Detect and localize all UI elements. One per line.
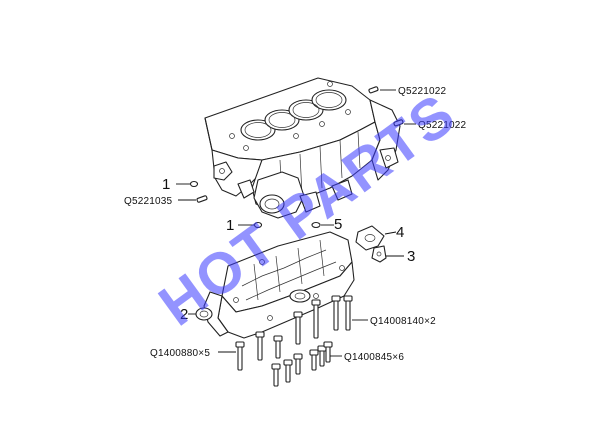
bolt-q1400880	[255, 331, 265, 361]
item-number-3: 3	[407, 248, 415, 265]
leader-lines	[176, 89, 416, 357]
o-ring-item-1-upper	[189, 180, 199, 188]
lower-crankcase	[203, 231, 355, 339]
bolt-q1400880	[283, 359, 293, 383]
bracket-item-3	[371, 245, 387, 263]
dowel-pin-q5221022-top	[368, 86, 379, 94]
bolt-q1400880	[273, 335, 283, 359]
callout-q1400845: Q1400845×6	[344, 352, 404, 363]
callout-q5221022-right: Q5221022	[418, 120, 467, 131]
bolt-q1400880	[235, 341, 245, 371]
callout-q5221022-top: Q5221022	[398, 86, 447, 97]
dowel-pin-q5221022-right	[393, 119, 404, 127]
bolt-q1400845	[293, 353, 303, 375]
dowel-pin-q5221035	[196, 195, 208, 203]
gasket-plate-item-4	[355, 225, 385, 251]
bolt-q14008140	[331, 295, 341, 331]
item-number-5: 5	[334, 216, 342, 233]
o-ring-item-5	[311, 221, 321, 229]
cylinder-block	[204, 77, 401, 219]
item-number-4: 4	[396, 224, 404, 241]
bolt-q14008140-mid	[311, 299, 321, 339]
item-number-2: 2	[180, 306, 188, 323]
bolt-q1400845	[323, 341, 333, 363]
callout-q1400880: Q1400880×5	[150, 348, 210, 359]
item-number-1-upper: 1	[162, 176, 170, 193]
bolt-q14008140-mid	[293, 311, 303, 345]
bolt-q14008140	[343, 295, 353, 331]
bolt-q1400880	[271, 363, 281, 387]
o-ring-item-1-lower	[253, 221, 263, 229]
seal-item-2	[195, 307, 213, 321]
item-number-1-lower: 1	[226, 217, 234, 234]
bolt-q1400845	[309, 349, 319, 371]
callout-q5221035: Q5221035	[124, 196, 173, 207]
bolt-q1400845	[317, 345, 327, 367]
callout-q14008140: Q14008140×2	[370, 316, 436, 327]
